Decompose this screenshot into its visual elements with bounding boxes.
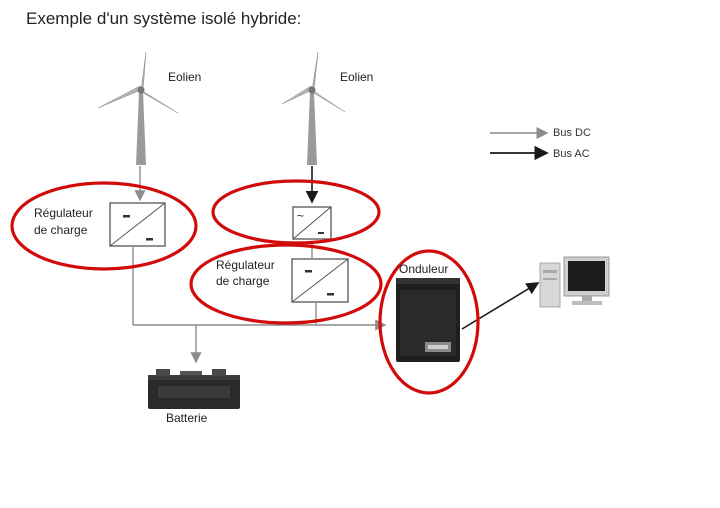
regulator-1-label-line1: Régulateur xyxy=(34,206,93,220)
wind-turbine-1-icon xyxy=(97,51,179,165)
highlight-inverter xyxy=(378,249,480,395)
charge-regulator-2-box xyxy=(291,258,349,303)
legend-ac-label: Bus AC xyxy=(553,148,590,160)
ac-dc-converter-box: ~ xyxy=(292,206,332,240)
computer-icon xyxy=(539,256,610,308)
regulator-1-label-line2: de charge xyxy=(34,223,88,237)
inverter-icon xyxy=(396,278,460,362)
inverter-label: Onduleur xyxy=(399,262,449,276)
battery-icon xyxy=(148,369,240,409)
regulator-2-label-line1: Régulateur xyxy=(216,258,275,272)
charge-regulator-1-box xyxy=(109,202,166,247)
wind-turbine-2-icon xyxy=(281,51,346,165)
turbine-1-label: Eolien xyxy=(168,70,202,84)
legend-dc-label: Bus DC xyxy=(553,127,591,139)
highlight-converter xyxy=(211,179,381,245)
page-title: Exemple d'un système isolé hybride: xyxy=(26,9,302,28)
battery-label: Batterie xyxy=(166,411,208,425)
connector-inverter-computer xyxy=(461,282,540,330)
converter-ac-symbol: ~ xyxy=(297,209,304,223)
highlight-regulator-1 xyxy=(10,181,198,271)
regulator-2-label-line2: de charge xyxy=(216,274,270,288)
highlight-regulator-2 xyxy=(189,243,383,325)
turbine-2-label: Eolien xyxy=(340,70,374,84)
